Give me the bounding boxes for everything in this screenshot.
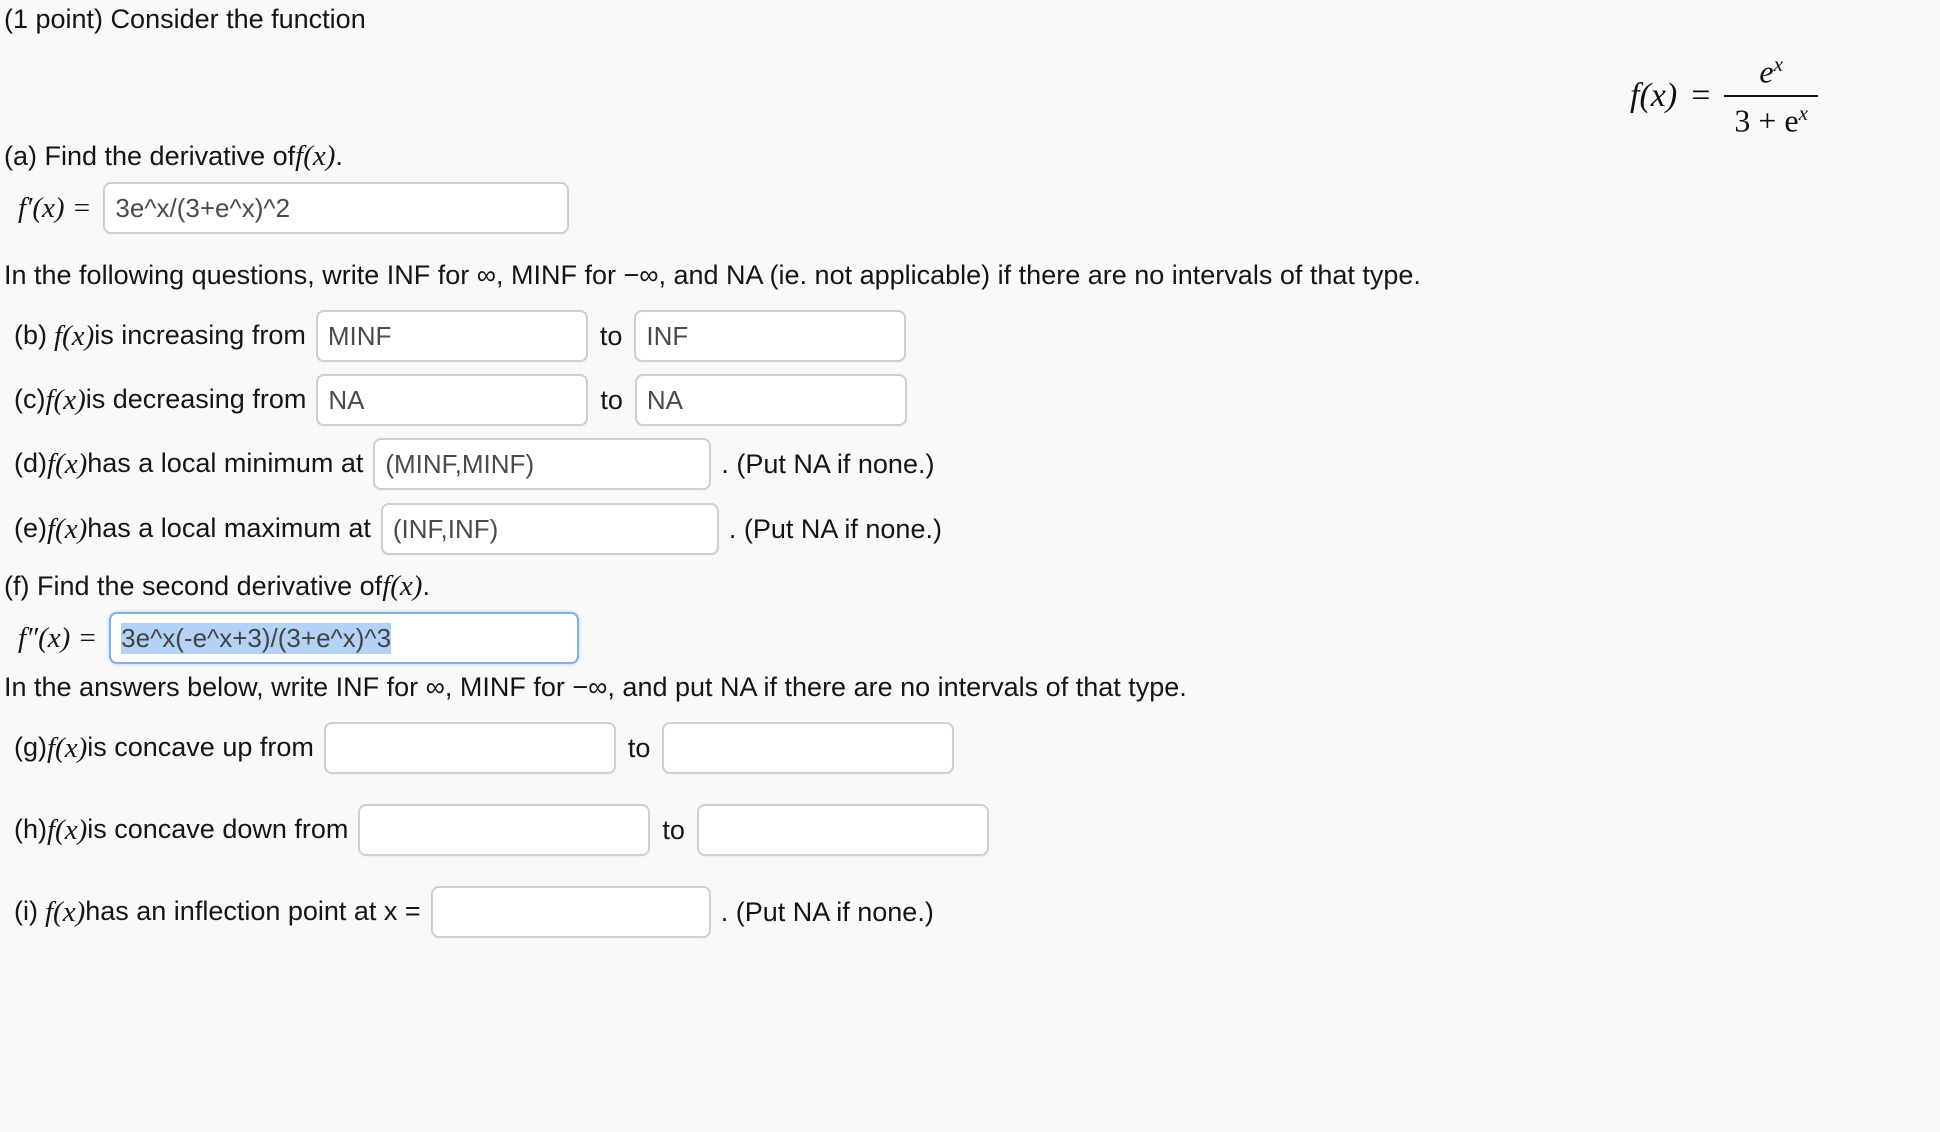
part-a-answer-label: f′(x) = (18, 191, 92, 224)
part-a-answer-row: f′(x) = 3e^x/(3+e^x)^2 (18, 182, 570, 234)
equation-fraction: ex 3 + ex (1724, 52, 1818, 139)
part-h-tag: (h) (14, 814, 47, 845)
part-a-input[interactable]: 3e^x/(3+e^x)^2 (103, 182, 570, 234)
part-a-prompt-pre: (a) Find the derivative of (4, 140, 296, 171)
part-c-fn: f(x) (45, 383, 86, 416)
part-i-fn: f(x) (44, 895, 86, 928)
part-f-prompt-fn: f(x) (382, 570, 423, 602)
part-c-to-label: to (600, 384, 623, 415)
part-e-input-value: (INF,INF) (392, 513, 499, 544)
part-g-from-input[interactable] (323, 722, 616, 774)
part-b-from-input[interactable]: MINF (315, 310, 588, 362)
part-c-from-value: NA (328, 384, 365, 415)
part-d-row: (d) f(x) has a local minimum at (MINF,MI… (14, 438, 934, 490)
part-f-answer-row: f″(x) = 3e^x(-e^x+3)/(3+e^x)^3 (18, 612, 580, 664)
part-g-to-label: to (627, 732, 651, 763)
part-e-row: (e) f(x) has a local maximum at (INF,INF… (14, 503, 942, 555)
part-i-tag: (i) (14, 896, 38, 927)
part-c-to-value: NA (646, 384, 683, 415)
part-g-text: is concave up from (87, 732, 314, 763)
part-h-row: (h) f(x) is concave down from to (14, 804, 989, 856)
part-g-fn: f(x) (47, 731, 88, 764)
part-f-prompt-pre: (f) Find the second derivative of (4, 570, 383, 601)
note-inf-minf-na-1: In the following questions, write INF fo… (4, 260, 1421, 290)
part-c-from-input[interactable]: NA (316, 374, 589, 426)
part-g-tag: (g) (14, 732, 47, 763)
part-i-row: (i) f(x) has an inflection point at x = … (14, 886, 934, 938)
part-c-to-input[interactable]: NA (634, 374, 907, 426)
part-i-tail: . (Put NA if none.) (720, 896, 934, 927)
part-e-tail: . (Put NA if none.) (728, 513, 942, 544)
part-h-to-input[interactable] (696, 804, 989, 856)
part-i-input[interactable] (430, 886, 711, 938)
part-b-fn: f(x) (54, 319, 95, 352)
part-c-text: is decreasing from (85, 384, 307, 415)
part-h-to-label: to (662, 814, 685, 845)
part-d-tag: (d) (14, 448, 47, 479)
part-f-prompt: (f) Find the second derivative of f(x) . (4, 570, 430, 603)
equation-lhs: f(x) (1630, 76, 1678, 114)
part-b-tag: (b) (14, 320, 47, 351)
part-a-prompt: (a) Find the derivative of f(x) . (4, 140, 343, 173)
part-d-input[interactable]: (MINF,MINF) (373, 438, 712, 490)
part-b-to-label: to (599, 320, 623, 351)
part-f-answer-label: f″(x) = (18, 621, 98, 654)
part-a-prompt-post: . (335, 140, 343, 171)
part-b-to-input[interactable]: INF (634, 310, 907, 362)
part-e-tag: (e) (14, 513, 47, 544)
part-i-text: has an inflection point at x = (85, 896, 421, 927)
part-c-tag: (c) (14, 384, 46, 415)
part-e-fn: f(x) (47, 512, 88, 545)
part-g-to-input[interactable] (662, 722, 955, 774)
fraction-denominator: 3 + ex (1734, 100, 1808, 139)
part-b-row: (b) f(x) is increasing from MINF to INF (14, 310, 907, 362)
part-b-text: is increasing from (94, 320, 306, 351)
equation-equals-sign: = (1691, 76, 1711, 114)
part-d-fn: f(x) (47, 447, 88, 480)
part-e-input[interactable]: (INF,INF) (380, 503, 719, 555)
part-b-from-value: MINF (327, 320, 392, 351)
part-a-prompt-fn: f(x) (295, 140, 336, 172)
part-b-to-value: INF (646, 320, 689, 351)
part-g-row: (g) f(x) is concave up from to (14, 722, 955, 774)
part-e-text: has a local maximum at (87, 513, 371, 544)
part-a-input-value: 3e^x/(3+e^x)^2 (115, 192, 291, 223)
fraction-numerator: ex (1759, 52, 1783, 90)
note-inf-minf-na-2: In the answers below, write INF for ∞, M… (4, 672, 1187, 702)
part-c-row: (c) f(x) is decreasing from NA to NA (14, 374, 907, 426)
part-f-input[interactable]: 3e^x(-e^x+3)/(3+e^x)^3 (109, 612, 580, 664)
part-f-prompt-post: . (422, 570, 430, 601)
part-d-input-value: (MINF,MINF) (385, 448, 535, 479)
part-h-fn: f(x) (47, 813, 88, 846)
function-definition-equation: f(x) = ex 3 + ex (1630, 52, 1818, 139)
problem-intro: (1 point) Consider the function (4, 4, 366, 34)
part-d-text: has a local minimum at (87, 448, 364, 479)
part-f-input-value: 3e^x(-e^x+3)/(3+e^x)^3 (121, 622, 392, 654)
fraction-bar (1724, 94, 1818, 97)
part-h-from-input[interactable] (358, 804, 651, 856)
part-h-text: is concave down from (87, 814, 349, 845)
part-d-tail: . (Put NA if none.) (721, 448, 935, 479)
